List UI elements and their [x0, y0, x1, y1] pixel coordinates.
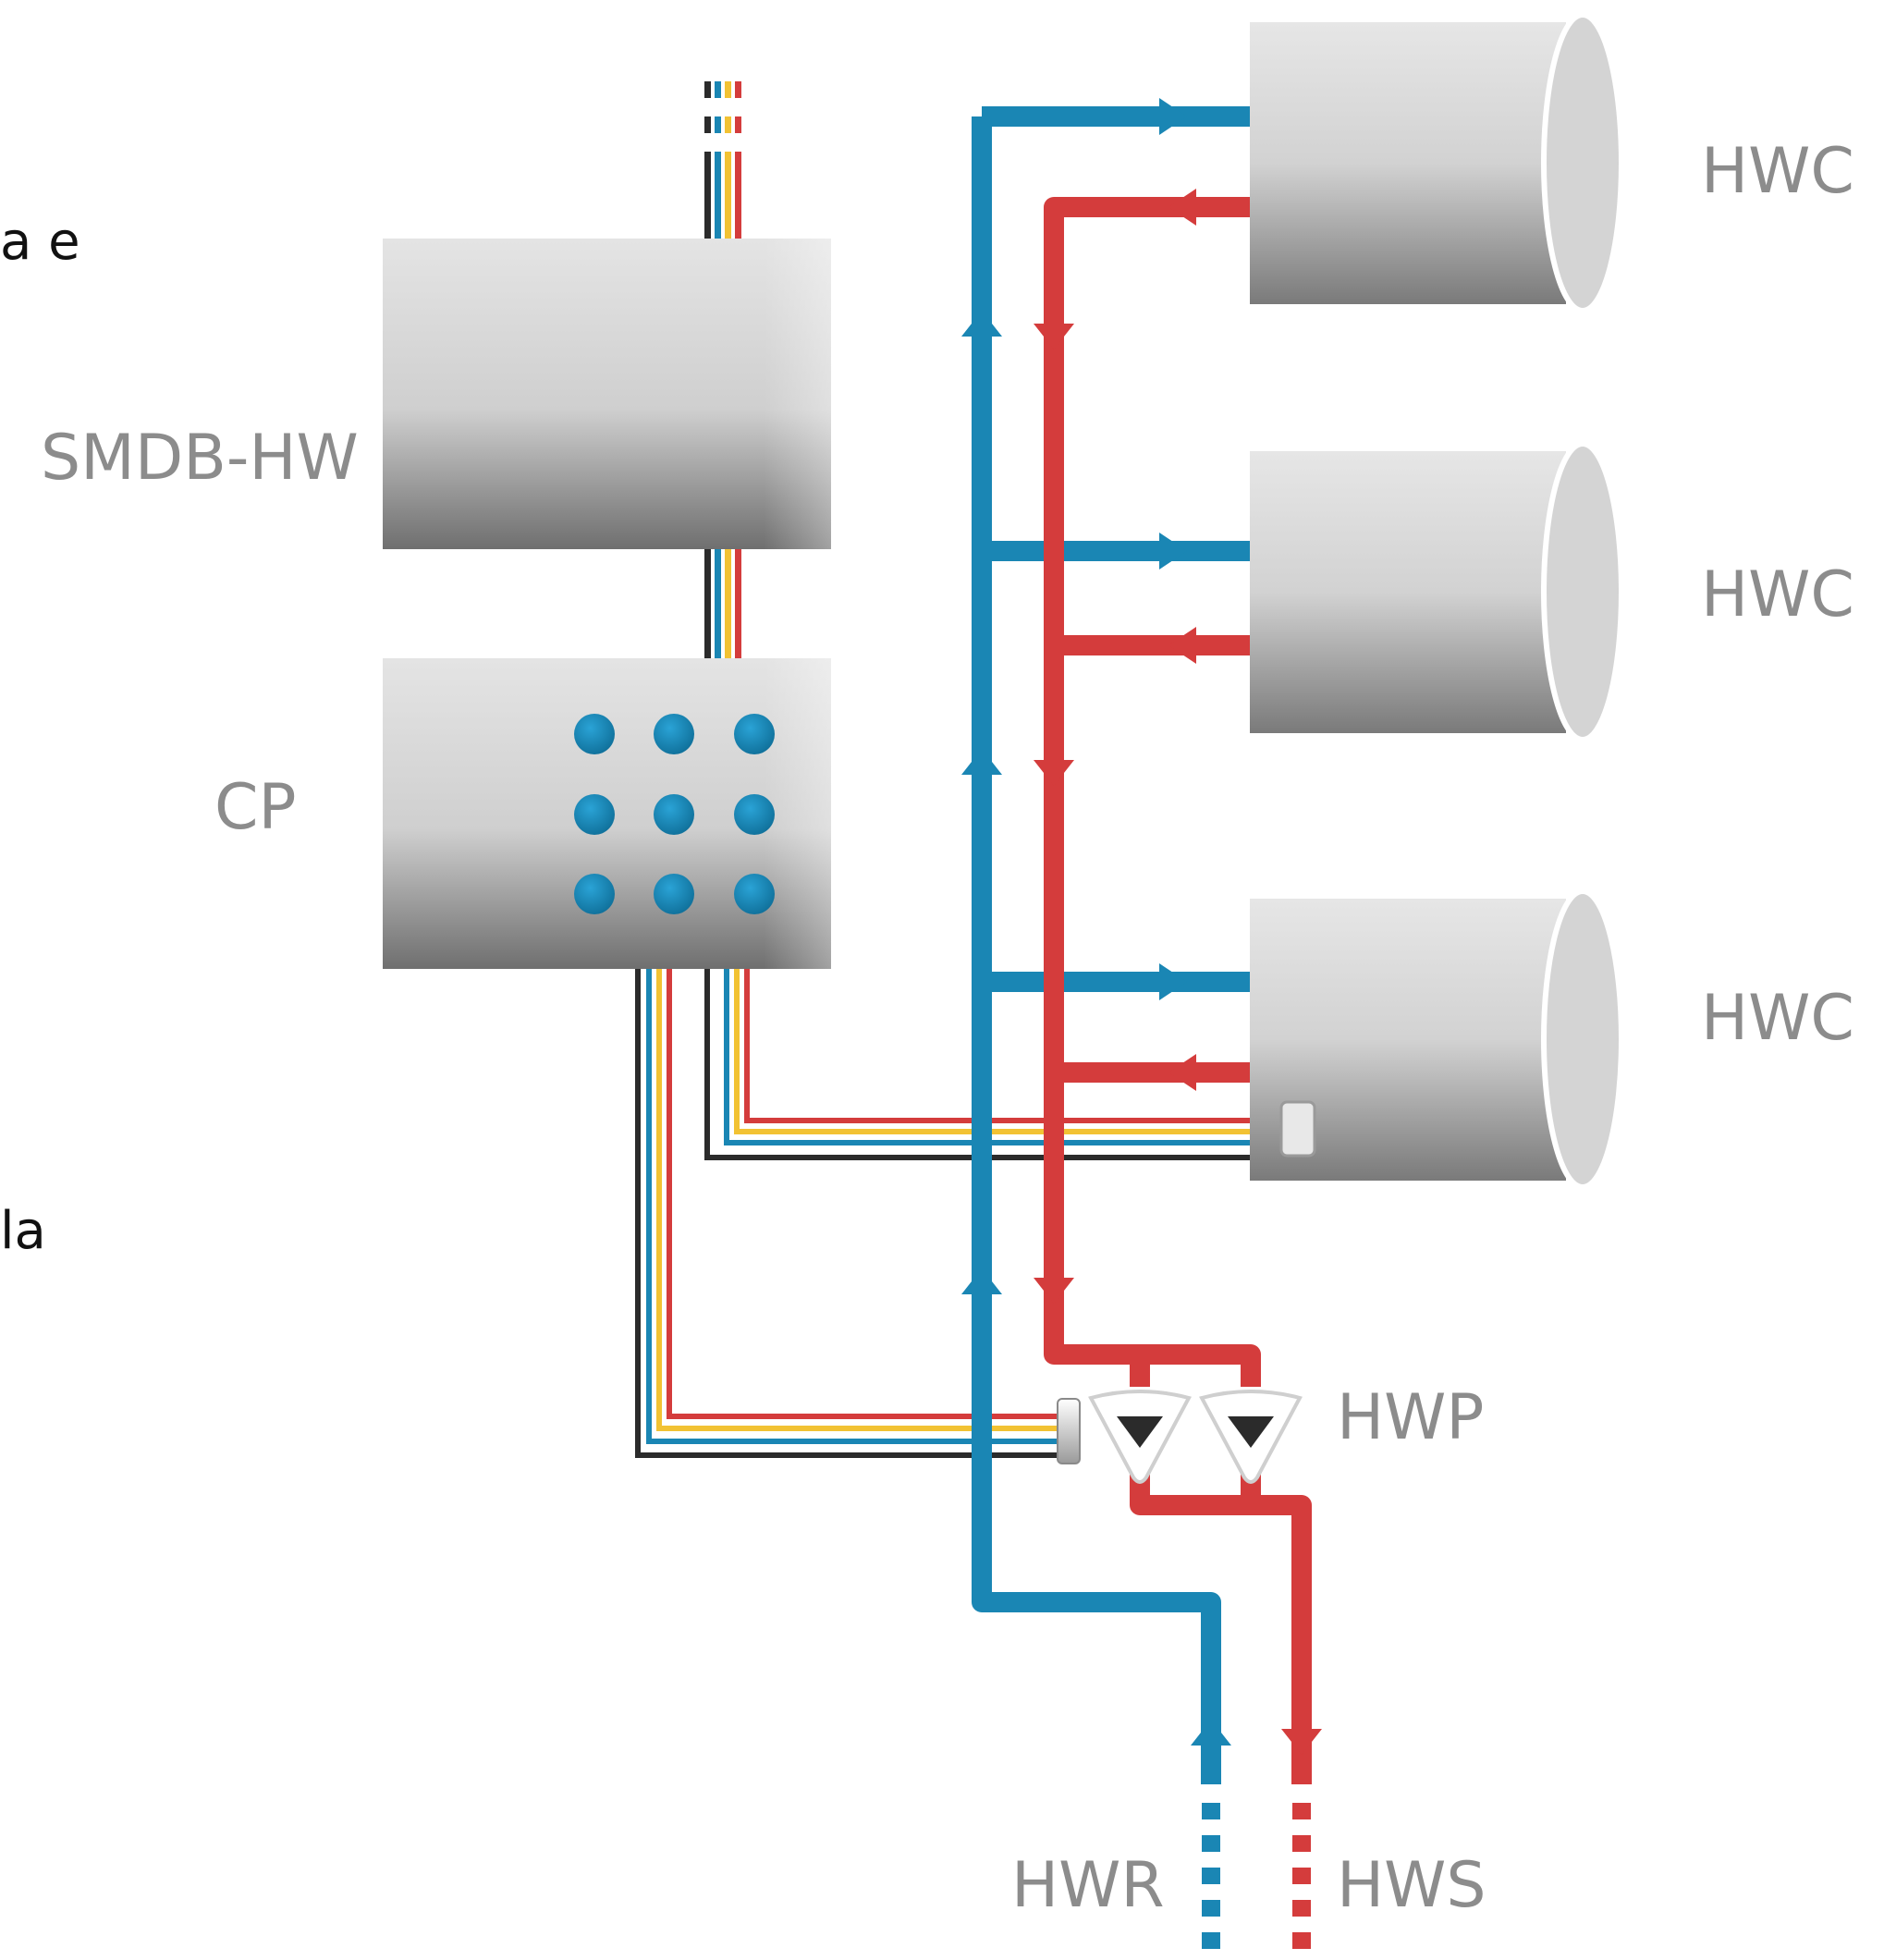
hwr-dashes [1202, 1803, 1220, 1949]
pump-2-icon [1199, 1390, 1303, 1484]
cylinder-body [1250, 451, 1566, 733]
return-flow-arrows [961, 98, 1231, 1746]
hwr-label: HWR [1011, 1849, 1165, 1922]
hot-water-cylinder-1: HWC [1250, 12, 1854, 313]
smdb-to-cp-cables [704, 549, 741, 658]
cp-to-pump-cable [635, 969, 1063, 1458]
hws-dashes [1292, 1803, 1311, 1949]
indicator-light-icon [654, 874, 694, 914]
indicator-light-icon [654, 794, 694, 835]
smdb-hw-label: SMDB-HW [41, 422, 359, 495]
cp-indicator-grid [574, 714, 775, 914]
hot-water-cylinder-3: HWC [1250, 888, 1854, 1190]
indicator-light-icon [734, 794, 775, 835]
hot-water-pump-set: HWP [1057, 1381, 1484, 1484]
incoming-cable-dashes [704, 81, 741, 239]
smdb-hw-panel: SMDB-HW [41, 81, 831, 658]
edge-text-bottom: la [0, 1201, 46, 1261]
edge-text-top: a e [0, 212, 80, 272]
cp-label: CP [214, 771, 297, 844]
hws-label: HWS [1337, 1849, 1486, 1922]
cylinder-end-cap [1541, 12, 1624, 313]
cylinder-body [1250, 22, 1566, 304]
indicator-light-icon [734, 874, 775, 914]
cylinder-sensor-icon [1279, 1100, 1316, 1158]
hwc-label-1: HWC [1701, 135, 1854, 208]
pump-controller-icon [1057, 1398, 1081, 1464]
cylinder-end-cap [1541, 888, 1624, 1190]
pump-1-icon [1088, 1390, 1192, 1484]
indicator-light-icon [574, 714, 615, 754]
supply-flow-arrows [1034, 189, 1322, 1755]
hot-water-return-pipe [972, 106, 1250, 1784]
hot-water-cylinder-2: HWC [1250, 441, 1854, 742]
indicator-light-icon [574, 794, 615, 835]
indicator-light-icon [574, 874, 615, 914]
hwc-label-3: HWC [1701, 982, 1854, 1055]
hwp-label: HWP [1337, 1381, 1484, 1454]
cp-to-cylinder-cable [704, 969, 1287, 1160]
control-panel: CP [214, 658, 831, 969]
cylinder-end-cap [1541, 441, 1624, 742]
indicator-light-icon [654, 714, 694, 754]
indicator-light-icon [734, 714, 775, 754]
hwc-label-2: HWC [1701, 558, 1854, 631]
